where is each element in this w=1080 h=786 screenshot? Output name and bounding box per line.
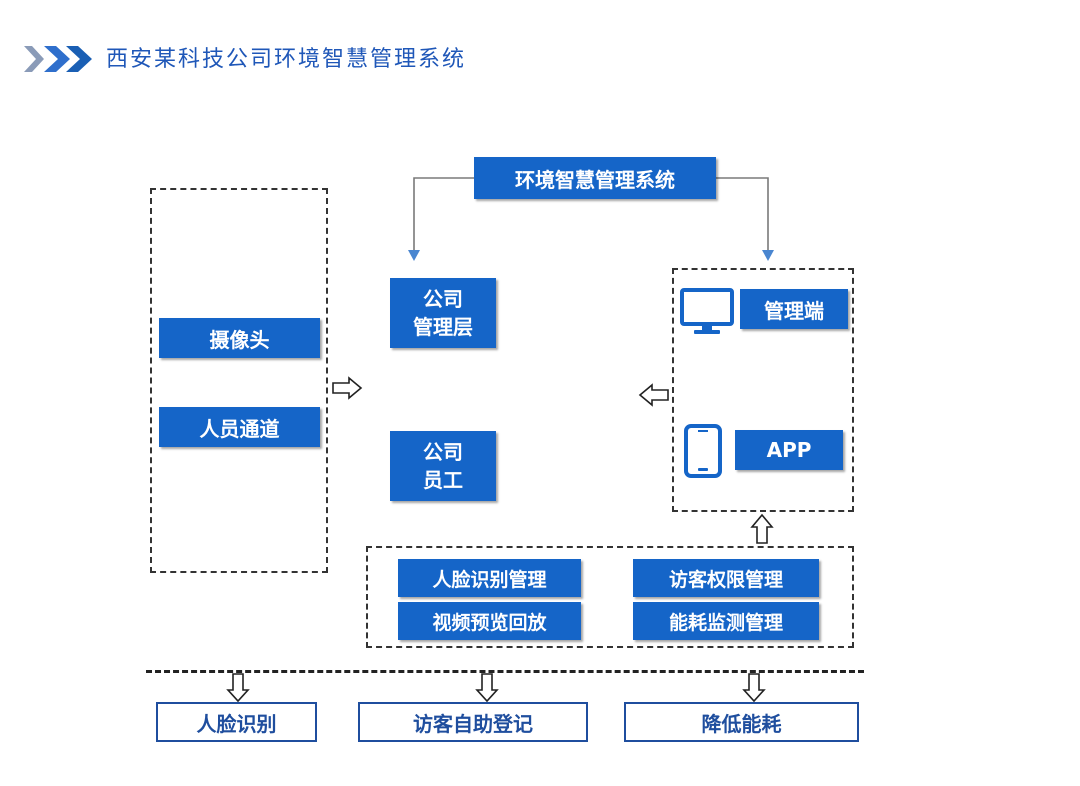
functions-frame <box>366 546 854 648</box>
smartphone-icon <box>684 424 722 478</box>
company-management-line2: 管理层 <box>413 315 473 339</box>
arrowhead-top-left <box>408 250 420 261</box>
hollow-arrow-right <box>332 376 363 400</box>
page-title: 西安某科技公司环境智慧管理系统 <box>106 47 467 72</box>
camera-box: 摄像头 <box>159 318 320 358</box>
section-divider <box>146 670 864 673</box>
company-management-line1: 公司 <box>423 287 463 311</box>
right-group-frame <box>672 268 854 512</box>
personnel-channel-box: 人员通道 <box>159 407 320 447</box>
hollow-arrow-down-2 <box>475 673 499 703</box>
hollow-arrow-up <box>750 513 774 544</box>
hollow-arrow-left <box>638 383 669 407</box>
company-management-box: 公司 管理层 <box>390 278 496 348</box>
connector-top-left <box>413 177 476 250</box>
outcome-reduce-energy: 降低能耗 <box>624 702 859 742</box>
hollow-arrow-down-1 <box>226 673 250 703</box>
admin-terminal-box: 管理端 <box>740 289 848 329</box>
hollow-arrow-down-3 <box>742 673 766 703</box>
company-staff-box: 公司 员工 <box>390 431 496 501</box>
left-group-frame <box>150 188 328 573</box>
visitor-permission-mgmt-box: 访客权限管理 <box>633 559 819 597</box>
top-system-box: 环境智慧管理系统 <box>474 157 716 199</box>
app-box: APP <box>735 430 843 470</box>
monitor-icon <box>680 288 734 334</box>
energy-monitoring-mgmt-box: 能耗监测管理 <box>633 602 819 640</box>
outcome-visitor-self-registration: 访客自助登记 <box>358 702 588 742</box>
outcome-face-recognition: 人脸识别 <box>156 702 317 742</box>
company-staff-line1: 公司 <box>423 440 463 464</box>
arrowhead-top-right <box>762 250 774 261</box>
connector-top-right <box>716 177 769 250</box>
title-chevrons-icon <box>24 46 92 72</box>
video-preview-playback-box: 视频预览回放 <box>398 602 581 640</box>
company-staff-line2: 员工 <box>423 468 463 492</box>
face-recognition-mgmt-box: 人脸识别管理 <box>398 559 581 597</box>
